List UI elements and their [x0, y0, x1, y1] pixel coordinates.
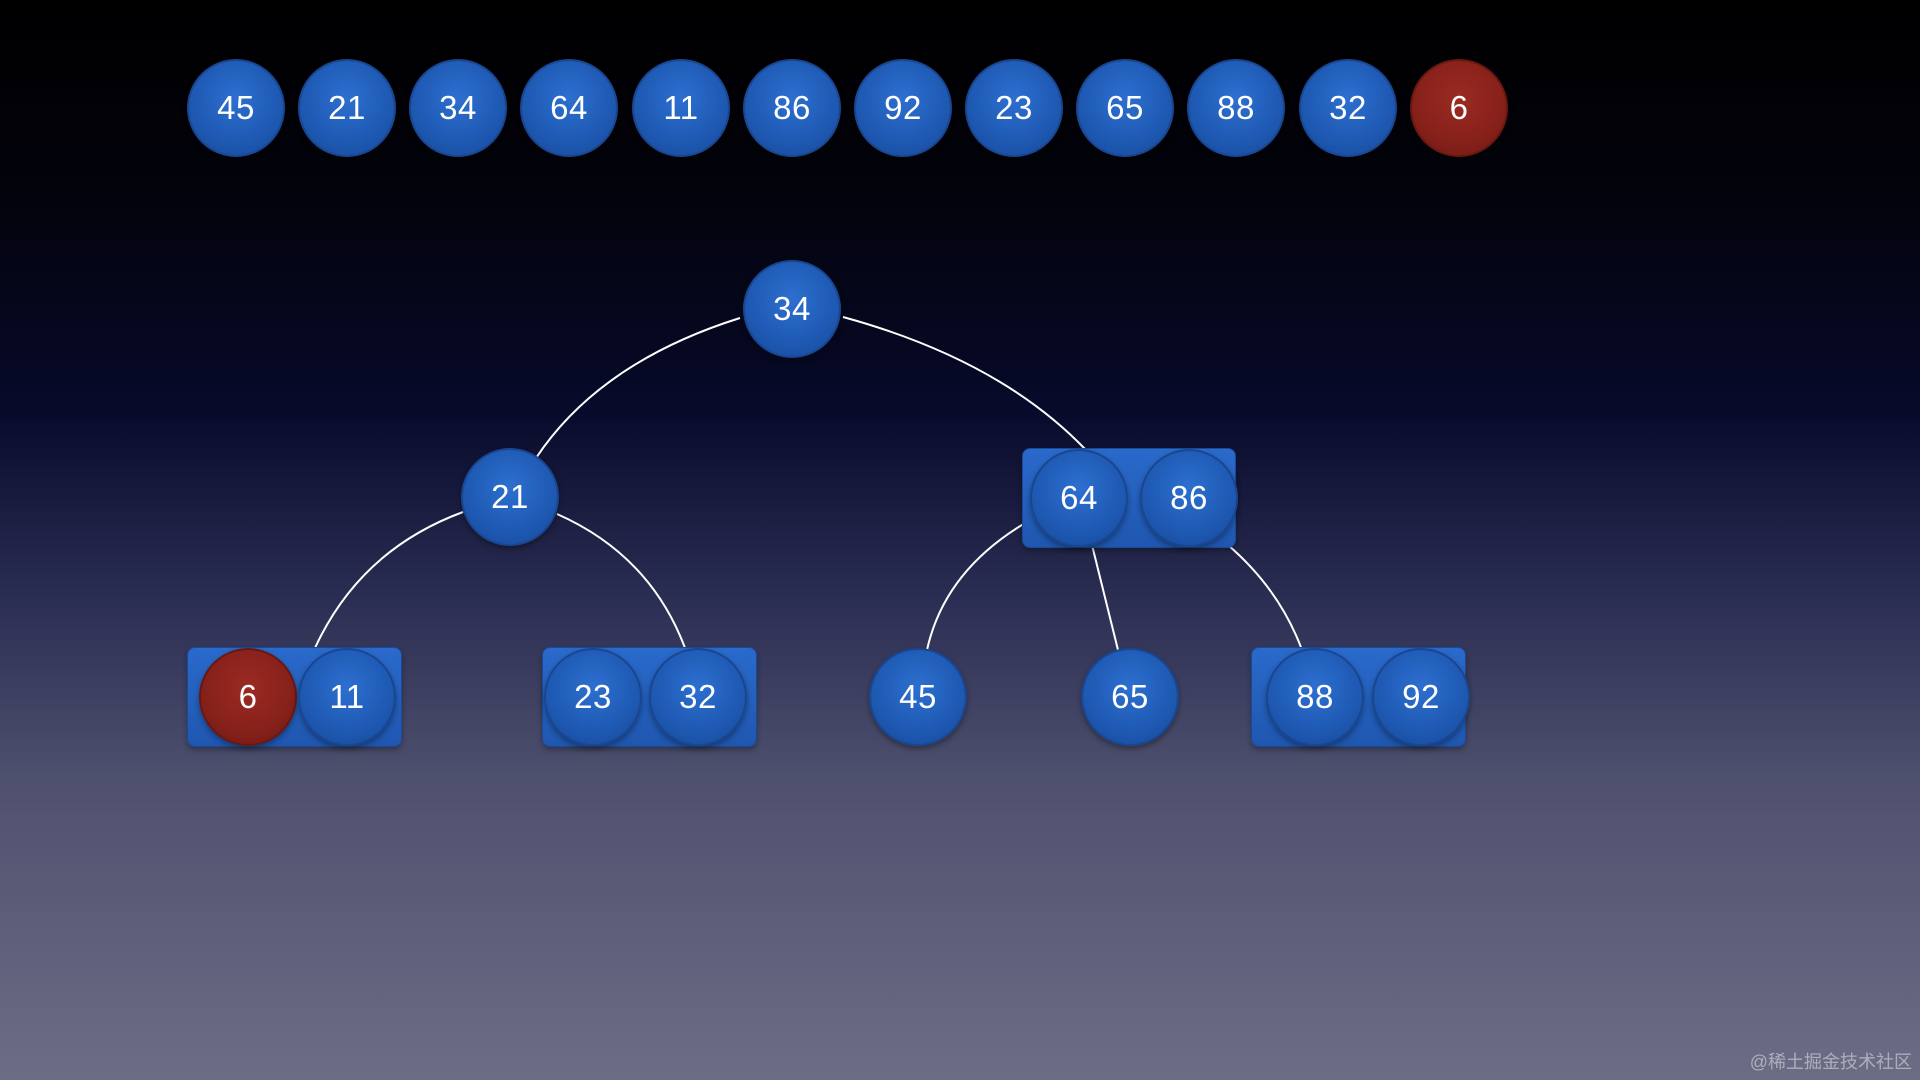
array-cell: 32	[1299, 59, 1397, 157]
array-cell: 88	[1187, 59, 1285, 157]
edge-86-to-88-92	[1227, 544, 1303, 651]
tree-root-node: 34	[743, 260, 841, 358]
edge-root-to-64-86	[842, 316, 1087, 451]
array-cell: 64	[520, 59, 618, 157]
tree-key: 23	[544, 648, 642, 746]
array-cell: 21	[298, 59, 396, 157]
array-cell: 23	[965, 59, 1063, 157]
array-cell: 92	[854, 59, 952, 157]
edge-21-to-23-32	[556, 513, 686, 649]
edge-root-to-21	[535, 317, 741, 459]
array-cell: 86	[743, 59, 841, 157]
tree-leaf-45: 45	[869, 648, 967, 746]
edge-64-86-to-65	[1091, 544, 1119, 651]
tree-key: 92	[1372, 648, 1470, 746]
edge-64-to-45	[926, 518, 1033, 651]
tree-key: 11	[298, 648, 396, 746]
array-cell-highlighted: 6	[1410, 59, 1508, 157]
tree-key: 64	[1030, 449, 1128, 547]
array-cell: 65	[1076, 59, 1174, 157]
edge-21-to-6-11	[314, 511, 464, 649]
tree-key: 32	[649, 648, 747, 746]
tree-key: 86	[1140, 449, 1238, 547]
tree-leaf-65: 65	[1081, 648, 1179, 746]
array-cell: 34	[409, 59, 507, 157]
tree-key: 88	[1266, 648, 1364, 746]
tree-node-21: 21	[461, 448, 559, 546]
watermark: @稀土掘金技术社区	[1749, 1052, 1912, 1072]
tree-key-highlighted: 6	[199, 648, 297, 746]
array-cell: 45	[187, 59, 285, 157]
array-cell: 11	[632, 59, 730, 157]
